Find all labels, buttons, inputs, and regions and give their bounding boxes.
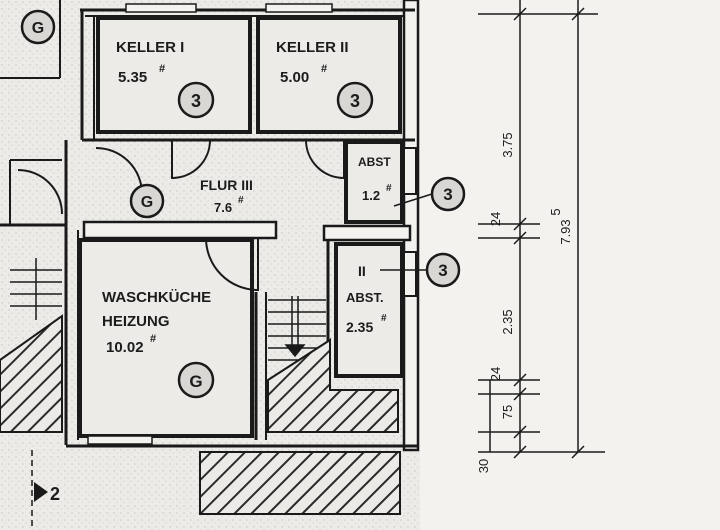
room-abst-2	[334, 242, 404, 378]
heizung-name: HEIZUNG	[102, 313, 170, 330]
svg-text:3: 3	[438, 261, 447, 280]
keller-1-area: 5.35	[118, 69, 147, 86]
door-waschkueche	[205, 237, 259, 292]
hatch-left-stair	[0, 314, 63, 433]
wall-flur-wasch	[82, 220, 278, 240]
keller-1-name: KELLER I	[116, 39, 184, 56]
svg-text:3: 3	[350, 91, 360, 111]
section-number: 2	[50, 484, 60, 504]
keller-1-area-mark: #	[159, 63, 165, 75]
waschkueche-name: WASCHKÜCHE	[102, 289, 211, 306]
abst-1-name: ABST	[358, 155, 391, 169]
door-keller-2	[305, 139, 345, 180]
abst-1-area-mark: #	[386, 183, 392, 194]
door-keller-1	[171, 139, 211, 180]
door-left-lower	[17, 169, 63, 215]
room-waschkueche	[78, 238, 254, 438]
keller-2-area-mark: #	[321, 63, 327, 75]
hatch-stair-lower	[267, 338, 399, 433]
dim-24-a: 24	[488, 212, 503, 226]
dim-24-b: 24	[488, 367, 503, 381]
dim-total: 7.93	[558, 219, 573, 244]
dim-30: 30	[476, 459, 491, 473]
tag-flur: G	[129, 183, 165, 219]
tag-abst-2: 3	[380, 252, 461, 288]
wall-flur-abst	[322, 224, 412, 242]
window-abst-1	[403, 147, 417, 195]
tag-abst-1: 3	[393, 176, 466, 212]
svg-text:G: G	[189, 372, 202, 391]
dim-375: 3.75	[500, 132, 515, 157]
window-wasch	[87, 435, 153, 445]
window-keller-1	[125, 3, 197, 13]
abst-1-area: 1.2	[362, 188, 380, 203]
dimension-lines	[478, 0, 605, 459]
dimension-labels: 3.75 24 2.35 24 75 30 7.93 5	[476, 132, 573, 473]
svg-text:G: G	[32, 20, 44, 37]
tag-waschkueche: G	[177, 361, 215, 399]
dim-75: 75	[500, 405, 515, 419]
window-keller-2	[265, 3, 333, 13]
svg-text:3: 3	[443, 185, 452, 204]
waschkueche-area: 10.02	[106, 339, 144, 356]
room-abst-1	[344, 140, 404, 224]
stairs	[10, 258, 326, 361]
flur-name: FLUR III	[200, 177, 253, 193]
window-abst-2	[403, 251, 417, 297]
keller-2-name: KELLER II	[276, 39, 349, 56]
keller-2-area: 5.00	[280, 69, 309, 86]
flur-area: 7.6	[214, 200, 232, 215]
section-marker: 2	[31, 450, 60, 530]
room-keller-1	[96, 16, 252, 134]
flur-area-mark: #	[238, 195, 244, 206]
room-keller-2	[256, 16, 402, 134]
dim-total-sup: 5	[548, 208, 563, 215]
tag-topleft: G	[20, 9, 56, 45]
dim-235: 2.35	[500, 309, 515, 334]
svg-text:G: G	[141, 194, 153, 211]
abst-2-name: ABST.	[346, 290, 384, 305]
hatched-areas	[0, 314, 401, 515]
svg-text:3: 3	[191, 91, 201, 111]
hatch-bottom-terrace	[199, 451, 401, 515]
abst-2-area-mark: #	[381, 313, 387, 324]
section-arrow-icon	[34, 482, 48, 502]
tag-keller-1: 3	[177, 81, 215, 119]
abst-2-area: 2.35	[346, 319, 373, 335]
abst-2-roman: II	[358, 263, 366, 279]
tag-keller-2: 3	[336, 81, 374, 119]
waschkueche-area-mark: #	[150, 333, 156, 345]
